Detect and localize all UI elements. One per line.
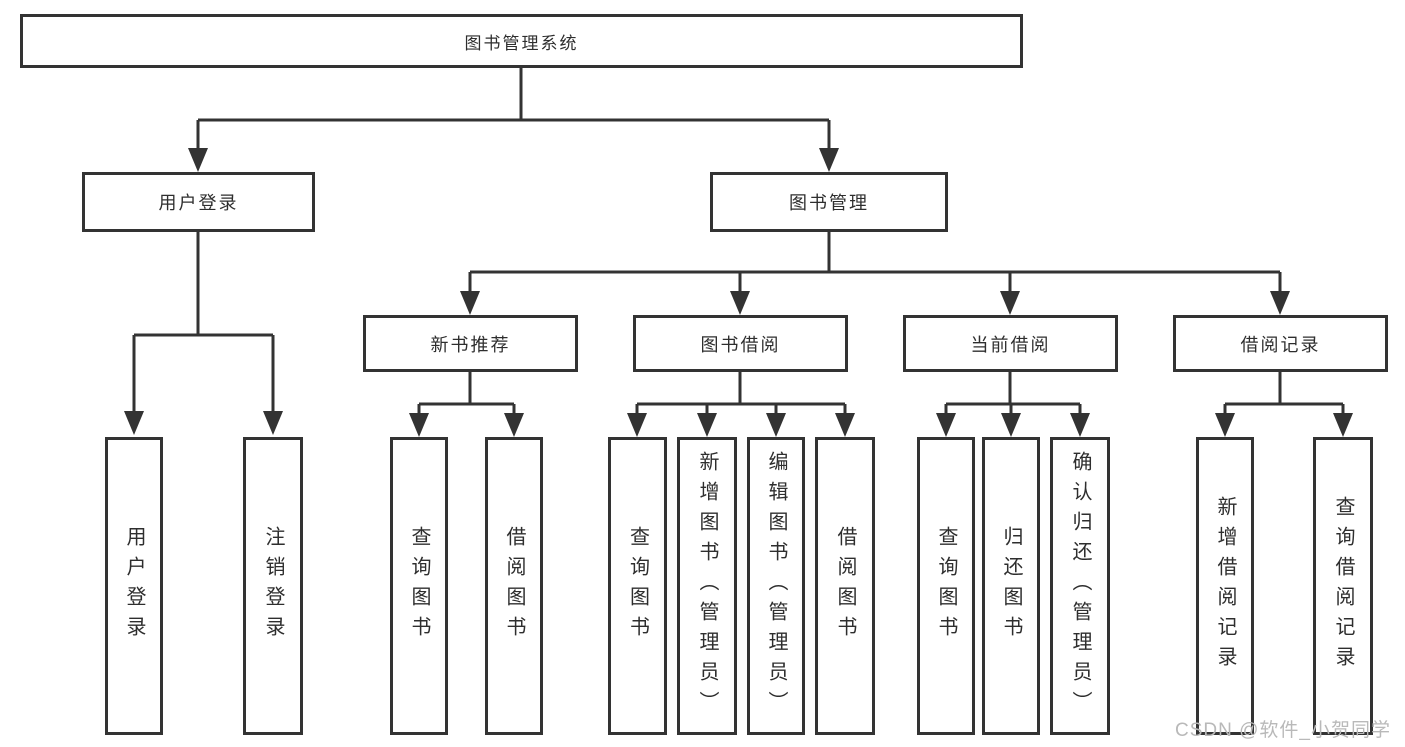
leaf-query-borrow-record: 查询借阅记录 <box>1313 437 1373 735</box>
edge-newbookrec-to-leaves <box>409 372 524 437</box>
node-current-borrow: 当前借阅 <box>903 315 1118 372</box>
node-label: 用户登录 <box>158 193 239 213</box>
node-label: 编辑图书（管理员） <box>765 451 787 721</box>
leaf-confirm-return-admin: 确认归还（管理员） <box>1050 437 1110 735</box>
leaf-add-borrow-record: 新增借阅记录 <box>1196 437 1254 735</box>
node-system-root: 图书管理系统 <box>20 14 1023 68</box>
node-user-login: 用户登录 <box>82 172 315 232</box>
node-label: 注销登录 <box>262 526 284 646</box>
node-book-borrow: 图书借阅 <box>633 315 848 372</box>
leaf-query-books-cb: 查询图书 <box>917 437 975 735</box>
node-label: 新增借阅记录 <box>1214 496 1236 676</box>
node-label: 借阅图书 <box>503 526 525 646</box>
node-label: 图书管理系统 <box>464 33 579 53</box>
edge-root-to-level2 <box>188 68 839 172</box>
edge-bookmgmt-to-level3 <box>460 232 1290 315</box>
node-label: 图书借阅 <box>700 334 781 355</box>
node-label: 查询图书 <box>626 526 649 646</box>
leaf-return-books: 归还图书 <box>982 437 1040 735</box>
node-label: 用户登录 <box>123 526 145 646</box>
leaf-borrow-books-bb: 借阅图书 <box>815 437 875 735</box>
node-label: 归还图书 <box>1000 526 1022 646</box>
node-book-management: 图书管理 <box>710 172 948 232</box>
node-label: 查询借阅记录 <box>1332 496 1354 676</box>
node-label: 确认归还（管理员） <box>1069 451 1091 721</box>
csdn-watermark: CSDN @软件_小贺同学 <box>1175 720 1391 741</box>
leaf-user-login: 用户登录 <box>105 437 163 735</box>
leaf-query-books-rec: 查询图书 <box>390 437 448 735</box>
node-label: 借阅记录 <box>1240 334 1321 355</box>
node-label: 查询图书 <box>935 526 957 646</box>
leaf-borrow-books-rec: 借阅图书 <box>485 437 543 735</box>
edge-borrowrecord-to-leaves <box>1215 372 1353 437</box>
node-label: 图书管理 <box>789 193 869 213</box>
edge-bookborrow-to-leaves <box>627 372 855 437</box>
node-label: 新书推荐 <box>430 334 511 355</box>
node-label: 当前借阅 <box>970 334 1051 355</box>
edge-userlogin-to-leaves <box>124 232 283 435</box>
leaf-logout: 注销登录 <box>243 437 303 735</box>
node-label: 借阅图书 <box>834 526 856 646</box>
edge-currentborrow-to-leaves <box>936 372 1090 437</box>
node-label: 查询图书 <box>408 526 430 646</box>
leaf-edit-books-admin: 编辑图书（管理员） <box>747 437 805 735</box>
node-label: 新增图书（管理员） <box>696 451 718 721</box>
node-borrow-record: 借阅记录 <box>1173 315 1388 372</box>
leaf-add-books-admin: 新增图书（管理员） <box>677 437 737 735</box>
leaf-query-books-bb: 查询图书 <box>608 437 667 735</box>
node-new-book-recommend: 新书推荐 <box>363 315 578 372</box>
